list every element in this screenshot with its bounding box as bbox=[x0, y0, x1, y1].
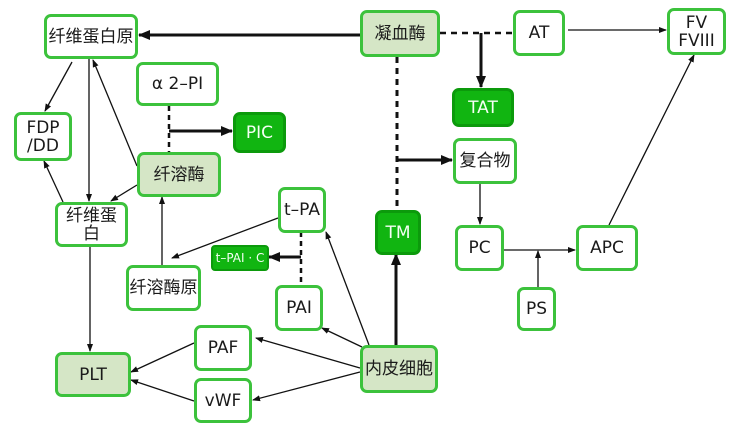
edge-apc-fv bbox=[608, 54, 695, 226]
node-plt: PLT bbox=[55, 352, 131, 397]
node-tpaic: t–PAI · C bbox=[211, 245, 269, 271]
node-tm: TM bbox=[375, 210, 421, 255]
node-fv-fviii: FV FVIII bbox=[667, 8, 726, 55]
node-plasmin: 纤溶酶 bbox=[137, 152, 221, 197]
node-plasminogen: 纤溶酶原 bbox=[126, 265, 201, 311]
edge-plasmin-fibrinogen bbox=[92, 59, 138, 167]
node-fdp-dd: FDP /DD bbox=[14, 112, 72, 161]
node-paf: PAF bbox=[194, 325, 252, 371]
edge-tpa-plasminogen bbox=[171, 217, 279, 259]
edge-fibrinogen-fdp bbox=[44, 61, 73, 112]
node-fibrin: 纤维蛋白 bbox=[55, 202, 128, 247]
node-complex: 复合物 bbox=[453, 138, 517, 184]
node-tpa: t–PA bbox=[278, 187, 326, 233]
node-at: AT bbox=[513, 10, 565, 56]
node-vwf: vWF bbox=[194, 378, 252, 423]
edge-paf-plt bbox=[130, 342, 195, 373]
node-pic: PIC bbox=[233, 112, 286, 153]
edge-vwf-plt bbox=[130, 379, 195, 402]
edge-endothelial-pai bbox=[321, 327, 363, 348]
edge-plasmin-fibrin bbox=[110, 184, 138, 202]
node-ps: PS bbox=[517, 287, 556, 331]
node-a2pi: α 2–PI bbox=[136, 62, 219, 106]
edge-fibrin-fdp bbox=[43, 160, 64, 203]
node-pai: PAI bbox=[275, 285, 323, 331]
node-tat: TAT bbox=[452, 88, 514, 127]
node-thrombin: 凝血酶 bbox=[360, 10, 440, 57]
node-endothelial: 内皮细胞 bbox=[360, 345, 438, 393]
edge-endothelial-tpa bbox=[325, 231, 370, 346]
edge-endothelial-vwf bbox=[252, 371, 361, 402]
node-fibrinogen: 纤维蛋白原 bbox=[44, 14, 138, 59]
edge-endothelial-paf bbox=[255, 337, 361, 369]
node-apc: APC bbox=[576, 225, 638, 271]
node-pc: PC bbox=[455, 225, 504, 271]
